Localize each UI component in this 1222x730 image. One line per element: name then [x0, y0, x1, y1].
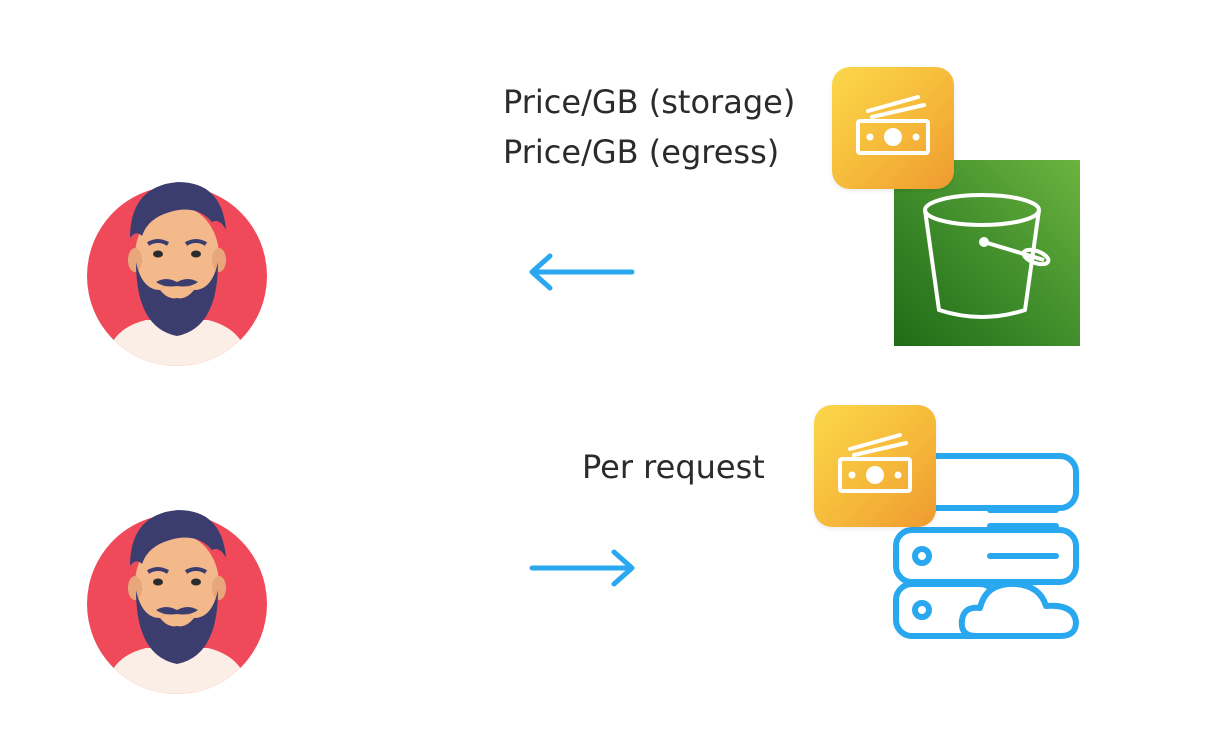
egress-price-label: Price/GB (egress): [503, 133, 780, 171]
user-avatar-bottom: [86, 506, 268, 696]
user-avatar-icon: [87, 510, 267, 694]
money-bill-icon: [856, 95, 930, 155]
storage-cost-badge: [832, 67, 954, 189]
arrow-right-icon: [529, 549, 635, 587]
request-cost-badge: [814, 405, 936, 527]
user-avatar-icon: [87, 182, 267, 366]
storage-bucket-tile: [894, 160, 1080, 346]
storage-price-label: Price/GB (storage): [503, 83, 796, 121]
arrow-left-icon: [529, 253, 635, 291]
storage-bucket-icon: [923, 193, 1051, 319]
user-avatar-top: [86, 178, 268, 368]
money-bill-icon: [838, 433, 912, 493]
per-request-label: Per request: [582, 448, 765, 486]
